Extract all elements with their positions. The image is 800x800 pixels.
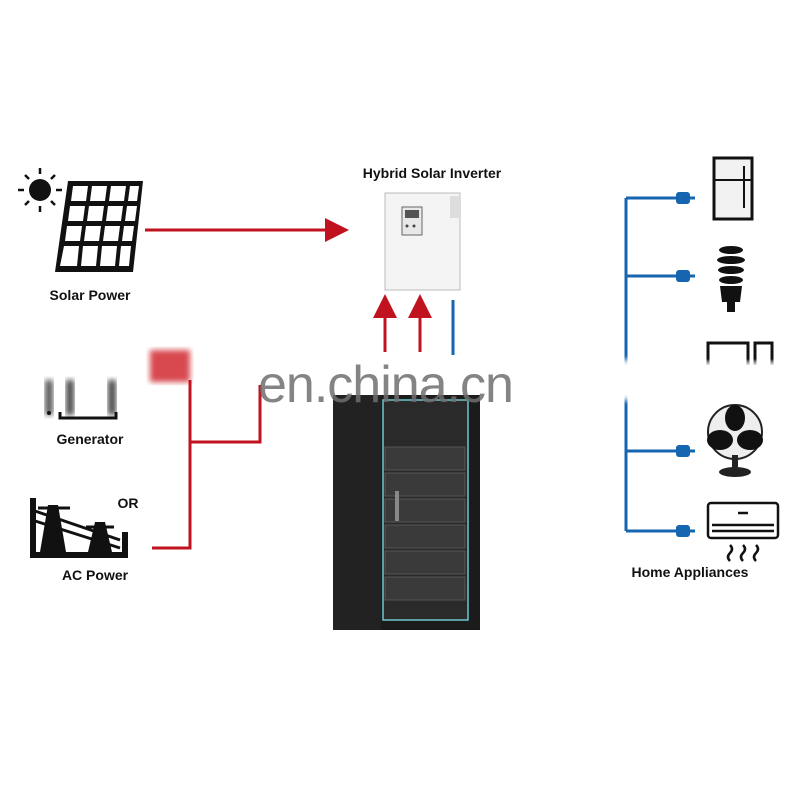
solar-power-label: Solar Power <box>49 287 131 303</box>
battery-rack-icon <box>333 395 480 630</box>
fan-icon <box>707 404 763 477</box>
refrigerator-icon <box>712 156 754 221</box>
ac-power-label: AC Power <box>61 567 129 583</box>
generator-icon <box>45 380 118 420</box>
or-label: OR <box>117 495 139 511</box>
home-appliances-label: Home Appliances <box>631 564 749 580</box>
power-tower-icon <box>30 498 128 558</box>
light-bulb-icon <box>717 246 745 312</box>
air-conditioner-icon <box>706 501 780 562</box>
generator-label: Generator <box>56 431 124 447</box>
watermark: en.china.cn <box>258 356 514 414</box>
sun-icon <box>18 168 62 212</box>
inverter-title: Hybrid Solar Inverter <box>362 165 502 181</box>
plug-icons <box>676 192 690 537</box>
solar-panel-icon <box>55 181 143 272</box>
computer-icon <box>706 341 774 365</box>
inverter-icon <box>384 192 461 291</box>
